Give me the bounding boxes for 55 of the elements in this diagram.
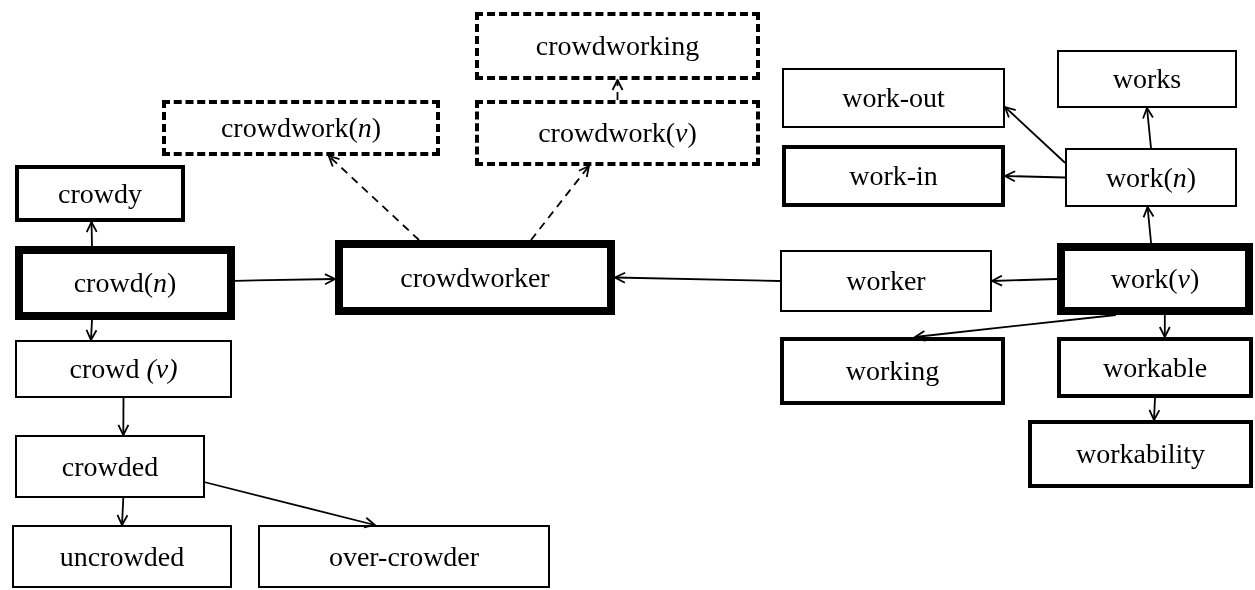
arrow [1158, 314, 1171, 338]
arrow [530, 165, 590, 241]
word-box [12, 525, 232, 588]
word-label: crowdwork(n) [220, 112, 382, 144]
word-label: crowdy [58, 177, 142, 210]
arrow [1148, 397, 1161, 421]
word-box [780, 250, 992, 312]
word-label: work-in [849, 160, 938, 192]
arrow [85, 221, 98, 247]
arrow [611, 79, 624, 101]
word-box [258, 525, 550, 588]
word-box [782, 145, 1005, 207]
arrow [614, 271, 781, 284]
word-label: crowded [61, 450, 159, 483]
word-label: crowdwork(v) [538, 117, 697, 149]
word-label: crowd(n) [73, 267, 177, 299]
word-box [15, 435, 205, 498]
word-label: workable [1102, 351, 1208, 384]
word-label: crowdworker [400, 261, 550, 294]
arrow [234, 273, 336, 286]
arrow [1142, 107, 1154, 149]
word-box [335, 240, 615, 315]
arrow [1004, 170, 1066, 183]
word-label: uncrowded [59, 540, 185, 573]
arrow [117, 397, 130, 436]
word-label: workability [1075, 438, 1206, 470]
arrow [85, 319, 98, 341]
word-box [475, 12, 760, 80]
word-box [15, 340, 232, 398]
word-label: crowdworking [535, 30, 700, 62]
word-label: worker [846, 265, 926, 297]
word-label: work(v) [1110, 263, 1200, 295]
arrow [116, 497, 129, 526]
word-label: crowd (v) [69, 353, 178, 385]
arrow [327, 155, 420, 241]
word-box [15, 246, 235, 320]
word-box [475, 100, 760, 166]
word-label: work-out [842, 82, 945, 114]
word-box [780, 337, 1005, 405]
word-label: over-crowder [328, 540, 480, 573]
word-label: work(n) [1105, 161, 1197, 194]
arrow [991, 274, 1058, 287]
word-box [1057, 243, 1253, 315]
arrow [1004, 106, 1066, 164]
word-box [1057, 50, 1237, 108]
word-label: working [845, 355, 940, 387]
word-box [1057, 337, 1253, 398]
word-box [782, 68, 1005, 128]
word-label: works [1112, 63, 1182, 95]
word-box [1065, 148, 1237, 207]
arrow [1142, 206, 1155, 244]
word-box [1028, 420, 1253, 488]
arrow [204, 481, 376, 529]
word-box [162, 100, 440, 156]
word-box [15, 165, 185, 222]
